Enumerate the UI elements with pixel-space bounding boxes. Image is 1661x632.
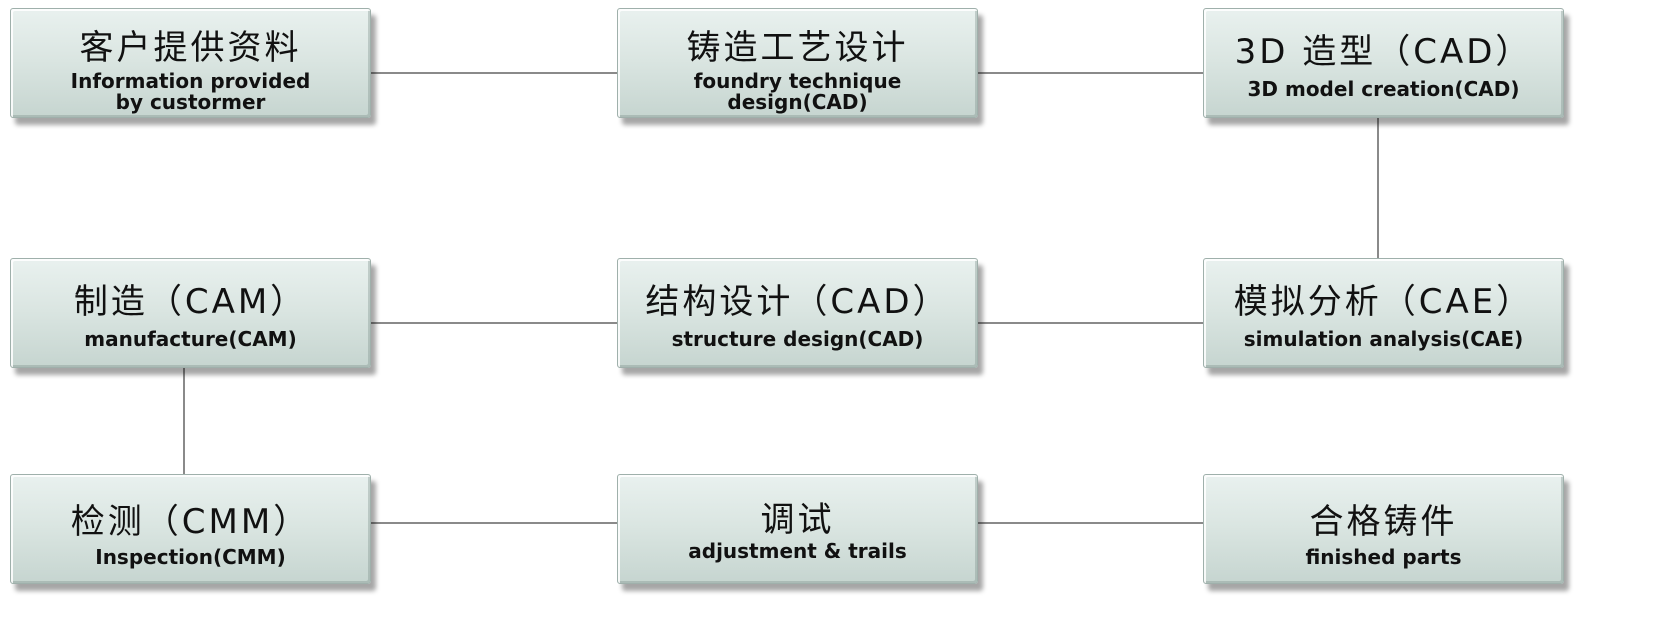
step-title-zh: 调试 (760, 500, 835, 540)
step-title-zh: 结构设计（CAD） (645, 282, 950, 322)
connector-manufacture-to-inspection (183, 368, 185, 474)
step-title-en: simulation analysis(CAE) (1243, 327, 1524, 351)
step-title-zh: 制造（CAM） (73, 282, 308, 322)
step-title-zh: 检测（CMM） (70, 502, 311, 542)
step-foundry-design: 铸造工艺设计 foundry technique design(CAD) (617, 8, 978, 118)
step-simulation: 模拟分析（CAE） simulation analysis(CAE) (1203, 258, 1564, 368)
step-title-en: Information provided by custormer (70, 69, 311, 114)
step-title-zh: 3D 造型（CAD） (1234, 32, 1533, 72)
step-title-en: adjustment & trails (688, 539, 907, 563)
step-title-en: Inspection(CMM) (95, 545, 286, 569)
step-title-en: finished parts (1305, 545, 1462, 569)
connector-adjustment-to-finished (978, 522, 1212, 524)
connector-inspection-to-adjustment (371, 522, 621, 524)
step-title-en: 3D model creation(CAD) (1247, 77, 1520, 101)
connector-foundry-to-3d-model (970, 72, 1212, 74)
step-title-zh: 铸造工艺设计 (686, 28, 909, 68)
step-3d-model: 3D 造型（CAD） 3D model creation(CAD) (1203, 8, 1564, 118)
step-structure-design: 结构设计（CAD） structure design(CAD) (617, 258, 978, 368)
step-title-en: manufacture(CAM) (84, 327, 297, 351)
step-title-zh: 客户提供资料 (79, 28, 302, 68)
step-title-en: foundry technique design(CAD) (693, 69, 902, 114)
step-adjustment: 调试 adjustment & trails (617, 474, 978, 584)
connector-3d-model-to-simulation (1377, 118, 1379, 260)
step-customer-info: 客户提供资料 Information provided by custormer (10, 8, 371, 118)
step-title-zh: 模拟分析（CAE） (1233, 282, 1534, 322)
step-manufacture: 制造（CAM） manufacture(CAM) (10, 258, 371, 368)
step-title-zh: 合格铸件 (1309, 502, 1458, 542)
connector-manufacture-to-structure (371, 322, 626, 324)
step-finished-parts: 合格铸件 finished parts (1203, 474, 1564, 584)
connector-customer-to-foundry (371, 72, 621, 74)
step-title-en: structure design(CAD) (671, 327, 924, 351)
step-inspection: 检测（CMM） Inspection(CMM) (10, 474, 371, 584)
connector-structure-to-simulation (975, 322, 1212, 324)
